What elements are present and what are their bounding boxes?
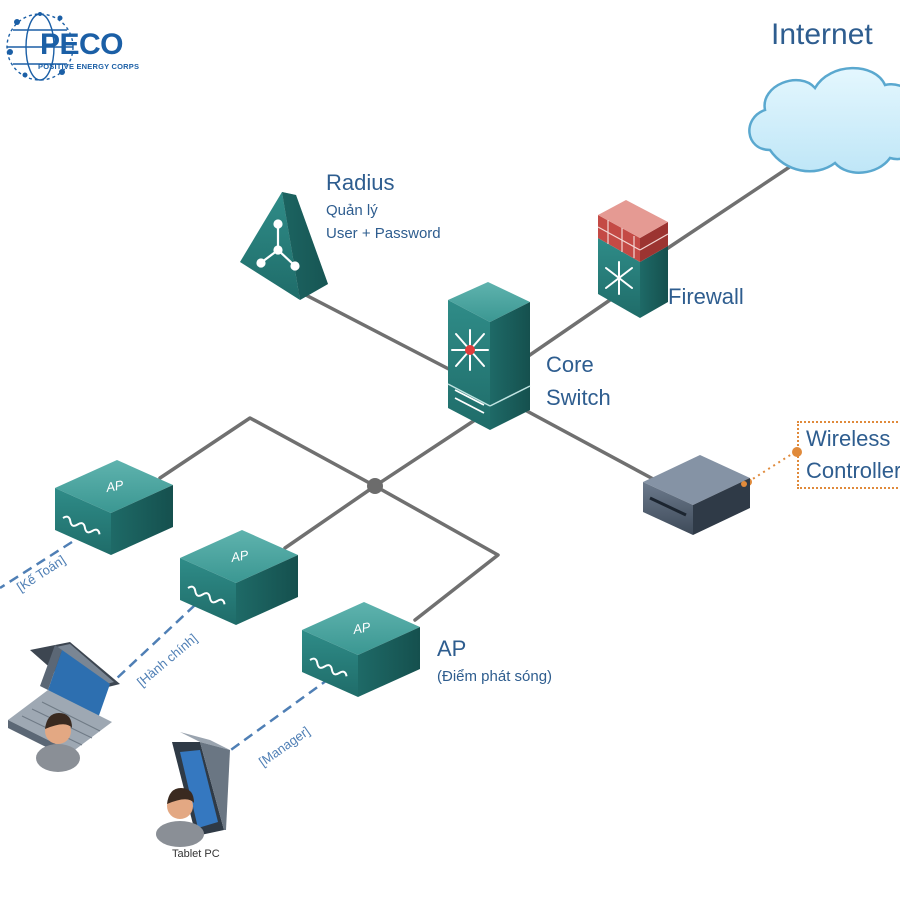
- link-hub-ap2: [283, 484, 377, 550]
- ap-2-icon: AP: [180, 530, 298, 625]
- svg-text:AP: AP: [104, 477, 125, 495]
- svg-text:AP: AP: [229, 547, 250, 565]
- wireless-controller-frame: [797, 421, 900, 489]
- wireless-controller-line1: Wireless: [806, 426, 891, 451]
- peco-logo-globe: [6, 12, 74, 81]
- internet-cloud: [748, 66, 900, 174]
- internet-label: Internet: [771, 18, 873, 51]
- link-hub-ap1: [158, 416, 377, 488]
- wireless-links: [0, 540, 331, 754]
- link-core-wlc: [523, 408, 657, 482]
- hub-junction: [367, 478, 383, 494]
- link-internet-firewall: [663, 158, 802, 252]
- core-switch-label-line1: Core: [546, 352, 594, 377]
- radius-title: Radius: [326, 170, 395, 195]
- ap-legend-title: AP: [437, 636, 467, 661]
- wireless-link-ketoan: [0, 540, 73, 590]
- firewall-label: Firewall: [668, 284, 744, 309]
- logo-tagline: POSITIVE ENERGY CORPS: [38, 62, 140, 71]
- logo-wordmark: PECO: [40, 28, 124, 61]
- firewall-icon: [597, 200, 669, 318]
- radius-line1: Quản lý: [326, 202, 378, 219]
- ap-1-icon: AP: [55, 460, 173, 555]
- links: [158, 158, 802, 622]
- tablet-user-icon: [156, 732, 230, 847]
- laptop-user-icon: [8, 642, 120, 772]
- wireless-controller-line2: Controller: [806, 458, 900, 483]
- link-hub-ap3: [373, 484, 500, 622]
- link-radius-core: [298, 290, 472, 382]
- tablet-label: Tablet PC: [172, 848, 220, 860]
- wlc-mgmt-link: [744, 447, 802, 486]
- wireless-link-manager: [227, 676, 331, 754]
- wireless-controller-icon: [643, 455, 750, 535]
- core-switch-icon: [447, 282, 531, 430]
- radius-line2: User + Password: [326, 225, 441, 242]
- link-core-hub: [373, 416, 480, 488]
- wireless-link-hanhchinh: [114, 604, 196, 681]
- ap-3-icon: AP: [302, 602, 420, 697]
- svg-text:AP: AP: [351, 619, 372, 637]
- core-switch-label-line2: Switch: [546, 385, 611, 410]
- ap-legend-subtitle: (Điểm phát sóng): [437, 668, 553, 685]
- radius-server-icon: [240, 192, 328, 300]
